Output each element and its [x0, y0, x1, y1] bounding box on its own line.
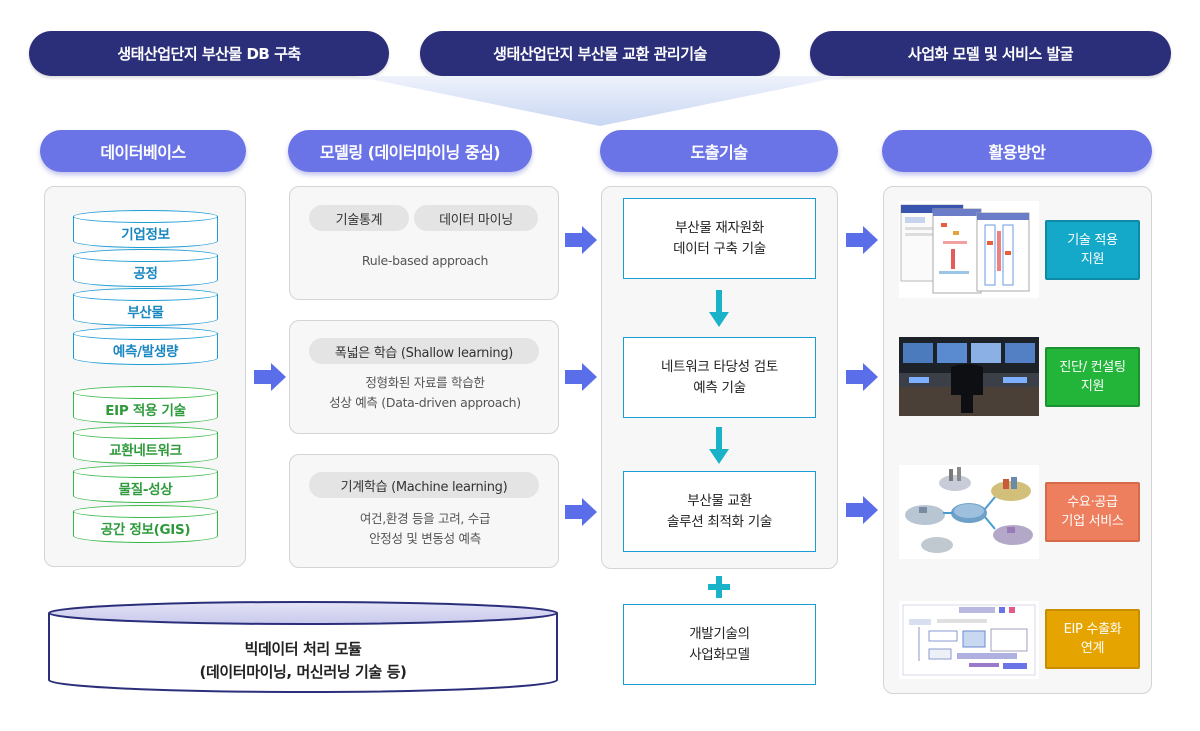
top-pill-exchange-management: 생태산업단지 부산물 교환 관리기술	[420, 31, 780, 76]
tag-data-mining: 데이터 마이닝	[414, 205, 538, 231]
header-modeling: 모델링 (데이터마이닝 중심)	[288, 130, 532, 172]
modeling-panel-ml: 기계학습 (Machine learning) 여건,환경 등을 고려, 수급 …	[289, 454, 559, 568]
arrow-derived-to-usage-2	[846, 363, 878, 391]
app-supply-demand-line2: 기업 서비스	[1061, 514, 1124, 529]
db-material-property: 물질-성상	[73, 465, 218, 503]
app-diagnosis-line2: 지원	[1080, 379, 1105, 394]
derived-exchange-solution: 부산물 교환 솔루션 최적화 기술	[623, 471, 816, 552]
arrow-derived-to-usage-1	[846, 226, 878, 254]
arrow-down-1	[709, 290, 729, 327]
arrow-derived-to-usage-3	[846, 496, 878, 524]
arrow-down-2	[709, 427, 729, 464]
dev-model-line1: 개발기술의	[689, 625, 750, 642]
app-tech-support-line2: 지원	[1080, 252, 1105, 267]
desc-ml-line2: 안정성 및 변동성 예측	[369, 531, 481, 546]
derived-network-feasibility: 네트워크 타당성 검토 예측 기술	[623, 337, 816, 418]
arrow-db-to-modeling	[254, 363, 286, 391]
header-database: 데이터베이스	[40, 130, 246, 172]
app-eip-export-line2: 연계	[1080, 641, 1105, 656]
arrow-modeling-to-derived-2	[565, 363, 597, 391]
app-eip-export: EIP 수출화 연계	[1045, 609, 1140, 669]
app-tech-support: 기술 적용 지원	[1045, 220, 1140, 280]
app-supply-demand-service: 수요·공급 기업 서비스	[1045, 482, 1140, 542]
derived-network-line2: 예측 기술	[693, 379, 746, 396]
funnel-gradient	[355, 76, 845, 126]
tag-machine-learning: 기계학습 (Machine learning)	[309, 472, 539, 498]
header-derived: 도출기술	[600, 130, 838, 172]
desc-shallow-line2: 성상 예측 (Data-driven approach)	[329, 395, 521, 410]
big-data-subtitle: (데이터마이닝, 머신러닝 기술 등)	[199, 663, 407, 681]
thumb-control-room	[899, 337, 1039, 416]
derived-recycling-line2: 데이터 구축 기술	[673, 240, 766, 257]
big-data-title: 빅데이터 처리 모듈	[244, 640, 362, 658]
arrow-modeling-to-derived-3	[565, 498, 597, 526]
desc-shallow: 정형화된 자료를 학습한 성상 예측 (Data-driven approach…	[290, 373, 560, 413]
dev-model-line2: 사업화모델	[689, 646, 750, 663]
derived-exchange-line2: 솔루션 최적화 기술	[667, 513, 772, 530]
dev-tech-business-model: 개발기술의 사업화모델	[623, 604, 816, 685]
tag-descriptive-stats: 기술통계	[309, 205, 409, 231]
top-pill-db-construction: 생태산업단지 부산물 DB 구축	[29, 31, 389, 76]
db-eip-tech: EIP 적용 기술	[73, 386, 218, 424]
derived-network-line1: 네트워크 타당성 검토	[660, 358, 779, 375]
header-usage: 활용방안	[882, 130, 1152, 172]
app-eip-export-line1: EIP 수출화	[1063, 622, 1122, 637]
db-company-info: 기업정보	[73, 210, 218, 248]
derived-exchange-line1: 부산물 교환	[687, 492, 752, 509]
thumb-software-screens	[899, 201, 1039, 298]
modeling-panel-shallow: 폭넓은 학습 (Shallow learning) 정형화된 자료를 학습한 성…	[289, 320, 559, 434]
db-gis: 공간 정보(GIS)	[73, 505, 218, 543]
desc-rule-based: Rule-based approach	[361, 253, 489, 268]
db-exchange-network: 교환네트워크	[73, 426, 218, 464]
app-tech-support-line1: 기술 적용	[1067, 233, 1118, 248]
db-process: 공정	[73, 249, 218, 287]
top-pill-business-model: 사업화 모델 및 서비스 발굴	[810, 31, 1171, 76]
thumb-industrial-network	[899, 465, 1039, 559]
app-diagnosis-line1: 진단/ 컨설팅	[1059, 360, 1126, 375]
desc-ml-line1: 여건,환경 등을 고려, 수급	[359, 511, 491, 526]
big-data-cylinder	[48, 601, 558, 693]
tag-shallow-learning: 폭넓은 학습 (Shallow learning)	[309, 338, 539, 364]
derived-recycling-db: 부산물 재자원화 데이터 구축 기술	[623, 198, 816, 279]
plus-icon	[708, 576, 730, 598]
big-data-text: 빅데이터 처리 모듈 (데이터마이닝, 머신러닝 기술 등)	[47, 638, 559, 684]
desc-ml: 여건,환경 등을 고려, 수급 안정성 및 변동성 예측	[290, 509, 560, 549]
arrow-modeling-to-derived-1	[565, 226, 597, 254]
db-byproduct: 부산물	[73, 288, 218, 326]
app-diagnosis-consulting: 진단/ 컨설팅 지원	[1045, 347, 1140, 407]
modeling-panel-stats: 기술통계 데이터 마이닝 Rule-based approach	[289, 186, 559, 300]
thumb-eip-flow-diagram	[899, 601, 1039, 679]
db-forecast: 예측/발생량	[73, 327, 218, 365]
app-supply-demand-line1: 수요·공급	[1067, 495, 1118, 510]
derived-recycling-line1: 부산물 재자원화	[675, 219, 764, 236]
desc-shallow-line1: 정형화된 자료를 학습한	[365, 375, 485, 390]
